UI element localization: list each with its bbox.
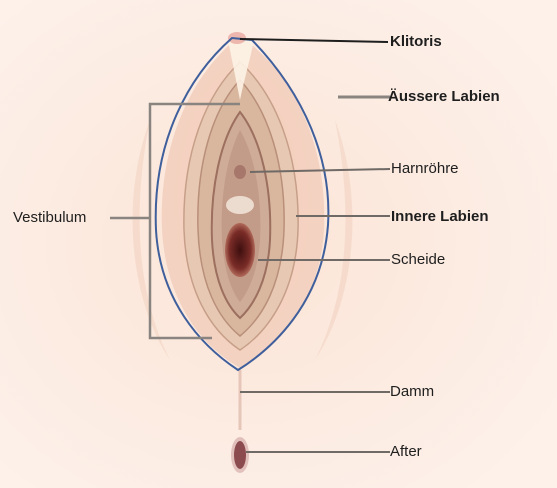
anus-shadow [231, 437, 249, 473]
label-klitoris: Klitoris [390, 33, 442, 51]
label-vestibulum: Vestibulum [13, 209, 86, 227]
label-scheide: Scheide [391, 251, 445, 269]
label-after: After [390, 443, 422, 461]
urethra-highlight [226, 196, 254, 214]
label-aeussere-labien: Äussere Labien [388, 88, 500, 106]
label-harnroehre: Harnröhre [391, 160, 459, 178]
vaginal-opening [225, 223, 255, 277]
urethra-opening [234, 165, 246, 179]
label-innere-labien: Innere Labien [391, 208, 489, 226]
label-damm: Damm [390, 383, 434, 401]
